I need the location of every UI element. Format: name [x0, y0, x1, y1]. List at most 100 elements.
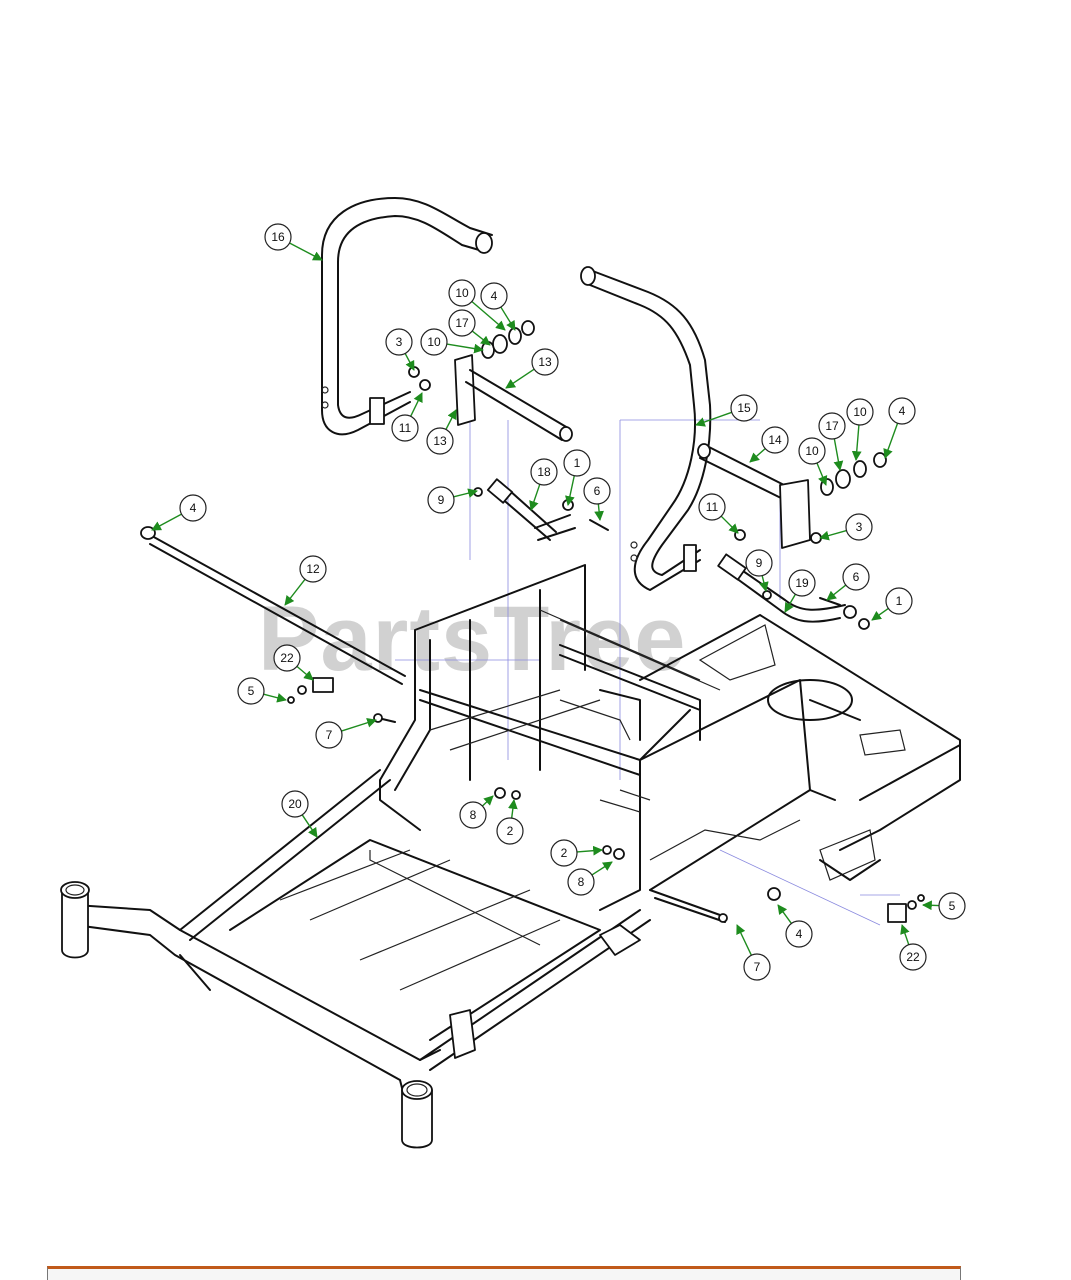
callout-9: 9: [427, 486, 478, 514]
callout-22: 22: [899, 924, 927, 971]
callout-label-13: 13: [538, 355, 552, 369]
callout-5: 5: [922, 892, 966, 920]
callout-13: 13: [426, 409, 457, 455]
callout-leader-10: [851, 424, 862, 461]
callout-label-11: 11: [706, 500, 719, 514]
rear-deck-plate: [639, 614, 961, 881]
callout-circle-10: [420, 328, 448, 356]
callout-circle-5: [938, 892, 966, 920]
callout-10: 10: [448, 279, 506, 331]
callout-circle-1: [563, 449, 591, 477]
callout-leader-13: [505, 368, 535, 389]
callout-leader-3: [404, 353, 415, 371]
callout-10: 10: [420, 328, 484, 356]
callout-3: 3: [385, 328, 415, 371]
callout-circle-4: [785, 920, 813, 948]
callout-circle-14: [761, 426, 789, 454]
callout-leader-4: [777, 904, 792, 924]
callout-4: 4: [777, 904, 813, 948]
callout-1: 1: [563, 449, 591, 506]
callout-leader-17: [833, 438, 844, 471]
callout-6: 6: [583, 477, 611, 521]
callout-circle-17: [818, 412, 846, 440]
callout-label-16: 16: [271, 230, 285, 244]
callout-label-2: 2: [507, 824, 514, 838]
callout-9: 9: [745, 549, 773, 592]
callout-label-10: 10: [427, 335, 441, 349]
callout-leader-14: [749, 448, 766, 463]
footer-bar: [47, 1266, 961, 1280]
callout-label-15: 15: [737, 401, 751, 415]
callout-label-4: 4: [190, 501, 197, 515]
callout-12: 12: [284, 555, 327, 606]
callout-3: 3: [819, 513, 873, 541]
callout-label-19: 19: [795, 576, 809, 590]
callout-label-7: 7: [754, 960, 761, 974]
callout-label-10: 10: [455, 286, 469, 300]
callout-circle-4: [888, 397, 916, 425]
callout-label-17: 17: [455, 316, 469, 330]
callout-circle-10: [448, 279, 476, 307]
callout-label-4: 4: [899, 404, 906, 418]
callout-leader-9: [759, 575, 769, 592]
callout-2: 2: [496, 799, 524, 845]
callout-circle-7: [743, 953, 771, 981]
callout-label-12: 12: [306, 562, 320, 576]
callout-circle-4: [179, 494, 207, 522]
main-frame: [74, 769, 651, 1121]
callout-circle-13: [531, 348, 559, 376]
callout-19: 19: [784, 569, 816, 613]
callout-circle-2: [550, 839, 578, 867]
callout-17: 17: [448, 309, 491, 346]
right-control-handle: [580, 266, 712, 591]
callout-circle-11: [391, 414, 419, 442]
callout-circle-6: [583, 477, 611, 505]
callout-label-8: 8: [578, 875, 585, 889]
callout-1: 1: [871, 587, 913, 621]
callout-circle-22: [273, 644, 301, 672]
callout-leader-17: [471, 330, 491, 346]
callout-4: 4: [151, 494, 207, 531]
callout-leader-2: [508, 799, 518, 819]
callout-8: 8: [567, 861, 613, 896]
callout-leader-18: [529, 484, 541, 511]
callout-circle-12: [299, 555, 327, 583]
callout-leader-22: [900, 924, 910, 945]
callout-circle-1: [885, 587, 913, 615]
callout-5: 5: [237, 677, 287, 705]
callout-label-3: 3: [856, 520, 863, 534]
front-caster-mounts: [60, 881, 433, 1149]
callout-circle-16: [264, 223, 292, 251]
callout-circle-18: [530, 458, 558, 486]
callout-leader-1: [565, 475, 575, 506]
callout-label-5: 5: [949, 899, 956, 913]
callout-4: 4: [883, 397, 916, 459]
callout-18: 18: [529, 458, 558, 511]
callout-14: 14: [749, 426, 789, 463]
callout-circle-2: [496, 817, 524, 845]
callout-label-13: 13: [433, 434, 447, 448]
callout-22: 22: [273, 644, 314, 681]
callout-leader-12: [284, 578, 306, 606]
callout-leader-16: [289, 242, 323, 261]
control-tower: [379, 564, 861, 911]
callout-circle-8: [567, 868, 595, 896]
callout-label-8: 8: [470, 808, 477, 822]
callout-circle-19: [788, 569, 816, 597]
callout-leader-3: [819, 529, 847, 541]
watermark: PartsTree: [258, 588, 686, 690]
callout-leader-10: [471, 300, 506, 331]
callout-label-22: 22: [280, 651, 294, 665]
callout-leader-19: [784, 593, 797, 613]
callout-7: 7: [736, 924, 771, 981]
callout-circle-6: [842, 563, 870, 591]
callout-circle-15: [730, 394, 758, 422]
callout-10: 10: [798, 437, 828, 486]
callout-leader-15: [695, 411, 732, 427]
callout-17: 17: [818, 412, 846, 471]
callout-leader-5: [922, 900, 940, 911]
callout-label-22: 22: [906, 950, 920, 964]
callout-leader-11: [410, 392, 423, 417]
